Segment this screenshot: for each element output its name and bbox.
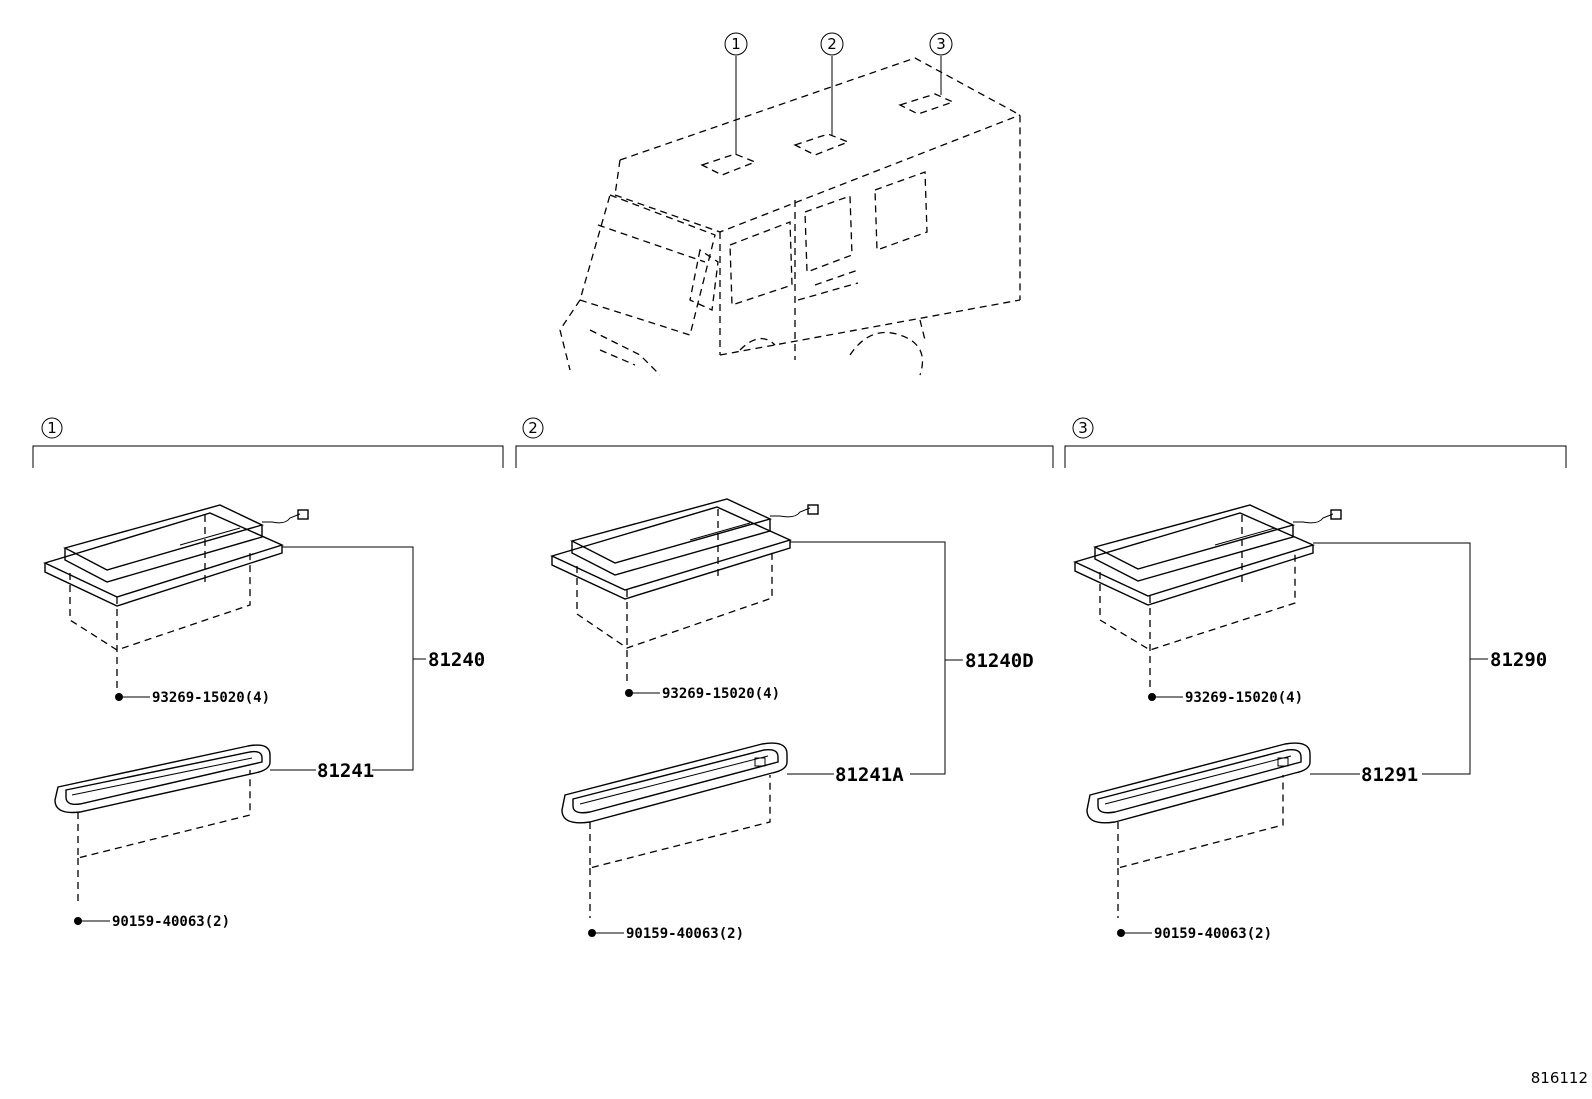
svg-text:1: 1 [47,419,57,437]
part-label-81240: 81240 [428,649,485,671]
screw-label-1b: 90159-40063(2) [112,914,230,930]
part-label-81241A: 81241A [835,764,904,786]
callout-2: 2 [820,32,844,56]
group-3: 3 93269-15020(4) 90159-40063(2) [1064,417,1567,942]
screw-label-2b: 90159-40063(2) [626,926,744,942]
dome-lamp-assembly-2 [550,498,819,600]
lens-3 [1086,742,1311,824]
group-3-marker: 3 [1072,417,1094,439]
part-label-81240D: 81240D [965,650,1034,672]
group-2: 2 93269-15020(4) 90159-40063(2) [515,417,1054,942]
vehicle-illustration: 1 2 3 [559,32,1021,376]
group-2-marker: 2 [522,417,544,439]
svg-text:3: 3 [936,35,946,53]
group-1-marker: 1 [41,417,63,439]
lens-2 [561,742,788,824]
svg-text:3: 3 [1078,419,1088,437]
dome-lamp-assembly-1 [43,504,309,607]
svg-text:1: 1 [731,35,741,53]
group-1: 1 93269-15020(4) 90159-40063(2) [32,417,504,930]
diagram-reference-number: 816112 [1531,1069,1588,1087]
part-label-81241: 81241 [317,760,374,782]
callout-3: 3 [929,32,953,56]
dome-lamp-assembly-3 [1073,504,1342,606]
part-label-81290: 81290 [1490,649,1547,671]
part-label-81291: 81291 [1361,764,1418,786]
lens-1 [54,744,271,814]
screw-label-2a: 93269-15020(4) [662,686,780,702]
svg-text:2: 2 [528,419,538,437]
svg-text:2: 2 [827,35,837,53]
screw-label-3b: 90159-40063(2) [1154,926,1272,942]
screw-label-1a: 93269-15020(4) [152,690,270,706]
screw-label-3a: 93269-15020(4) [1185,690,1303,706]
callout-1: 1 [724,32,748,56]
